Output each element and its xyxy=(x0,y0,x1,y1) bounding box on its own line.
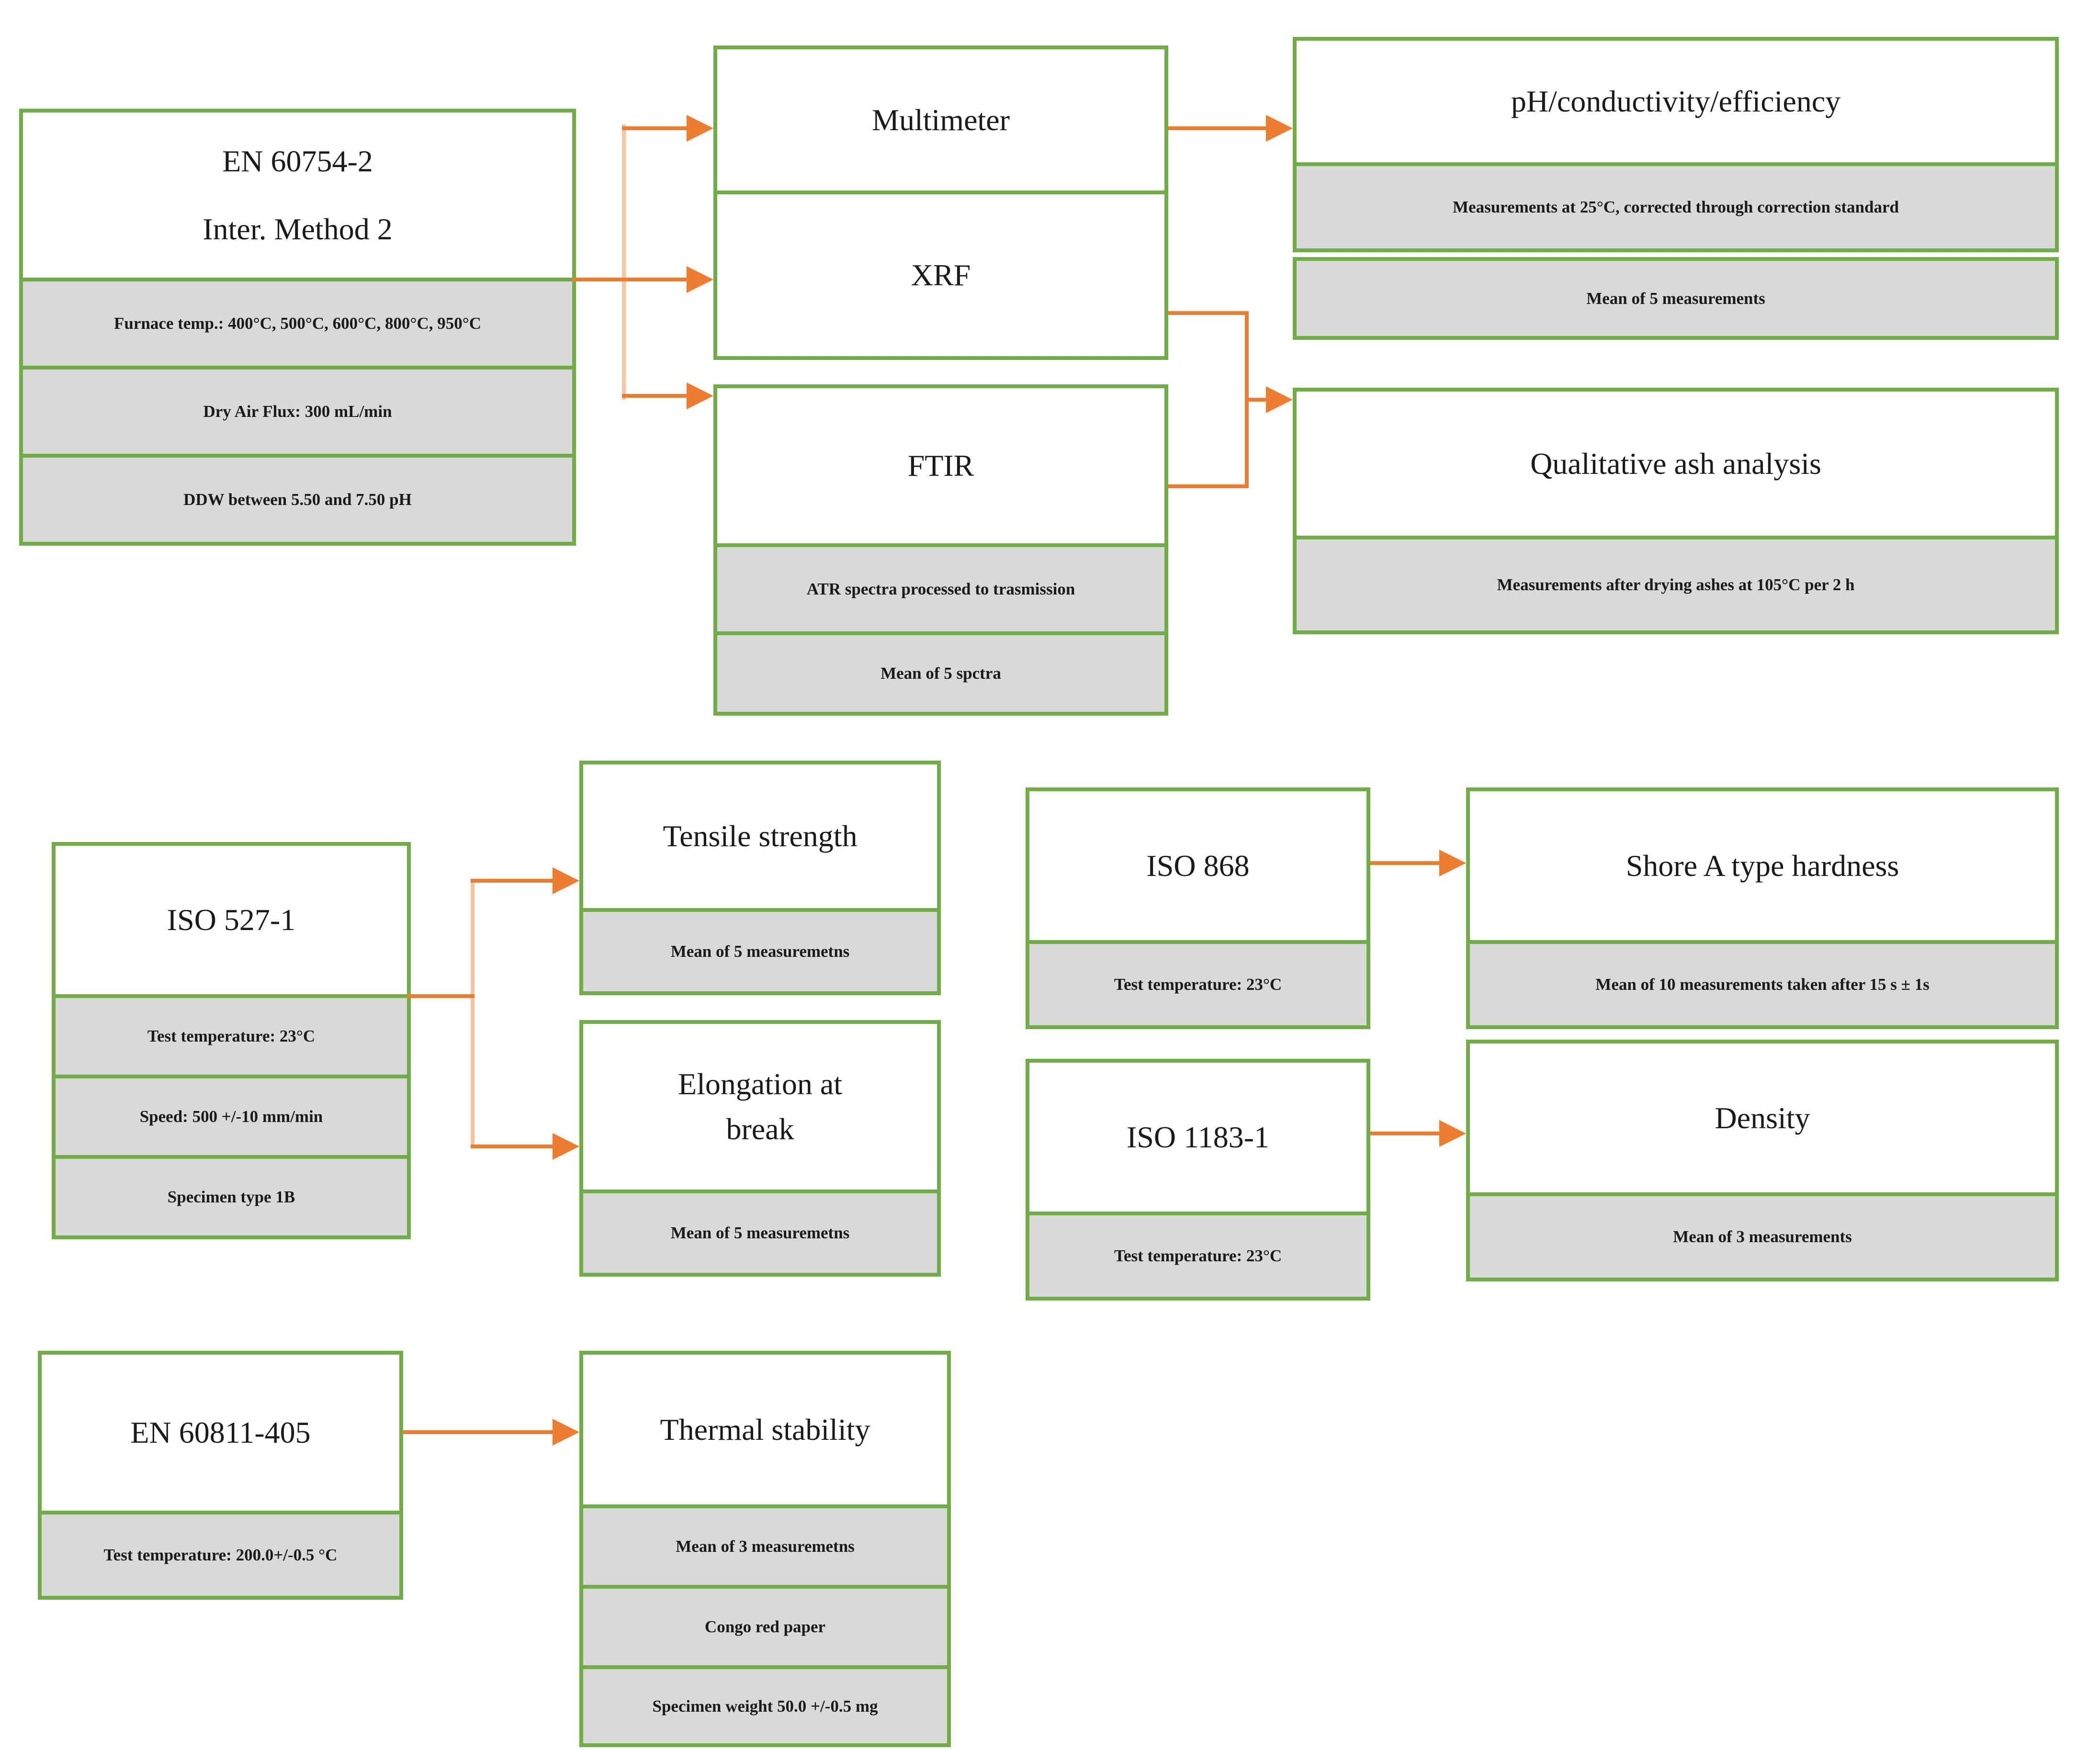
arrow-iso1183-to-density xyxy=(1370,1132,1439,1135)
box-ph-row-mean: Mean of 5 measurements xyxy=(1293,257,2059,340)
arrowhead-to-shore-a-icon xyxy=(1439,850,1466,876)
box-density: Density Mean of 3 measurements xyxy=(1466,1040,2059,1281)
box-iso527-row-temp: Test temperature: 23°C xyxy=(56,994,407,1075)
box-ash-row-measurements: Measurements after drying ashes at 105°C… xyxy=(1297,536,2055,630)
connector-en60754-stem xyxy=(572,278,626,281)
box-iso527-row-specimen: Specimen type 1B xyxy=(56,1155,407,1235)
box-density-row-mean: Mean of 3 measurements xyxy=(1470,1192,2055,1278)
arrow-en60754-to-multimeter xyxy=(622,126,687,130)
connector-xrf-exit xyxy=(1168,311,1249,315)
arrow-iso527-to-tensile xyxy=(471,879,553,883)
arrow-en60754-to-ftir xyxy=(622,394,687,398)
box-shore-a-row-mean: Mean of 10 measurements taken after 15 s… xyxy=(1470,940,2055,1025)
box-en60754-2-row-dry-air: Dry Air Flux: 300 mL/min xyxy=(23,366,572,454)
box-en60811-title: EN 60811-405 xyxy=(42,1355,399,1511)
box-elongation-row-mean: Mean of 5 measuremetns xyxy=(583,1189,937,1273)
arrow-iso868-to-shore-a xyxy=(1370,861,1439,865)
box-en60754-2-row-ddw: DDW between 5.50 and 7.50 pH xyxy=(23,454,572,542)
arrowhead-to-thermal-icon xyxy=(553,1419,579,1446)
box-elongation-title: Elongation at break xyxy=(583,1024,937,1189)
box-elongation-title-line1: Elongation at xyxy=(677,1067,843,1101)
box-thermal-row-weight: Specimen weight 50.0 +/-0.5 mg xyxy=(583,1665,947,1743)
box-ftir-row-mean: Mean of 5 spctra xyxy=(717,631,1164,712)
box-en60754-2-row-furnace: Furnace temp.: 400°C, 500°C, 600°C, 800°… xyxy=(23,278,572,366)
box-ph-conductivity: pH/conductivity/efficiency Measurements … xyxy=(1293,37,2059,252)
box-en60754-2-title: EN 60754-2 Inter. Method 2 xyxy=(23,112,572,278)
box-xrf-title: XRF xyxy=(717,194,1164,356)
box-ftir-title: FTIR xyxy=(717,388,1164,543)
arrowhead-to-ph-icon xyxy=(1266,115,1293,142)
box-thermal-title: Thermal stability xyxy=(583,1355,947,1504)
box-thermal: Thermal stability Mean of 3 measuremetns… xyxy=(579,1351,951,1747)
arrowhead-to-multimeter-icon xyxy=(687,115,713,142)
arrowhead-to-tensile-icon xyxy=(553,867,579,894)
arrow-multimeter-to-ph xyxy=(1168,126,1266,130)
box-tensile: Tensile strength Mean of 5 measuremetns xyxy=(579,761,941,995)
box-iso527: ISO 527-1 Test temperature: 23°C Speed: … xyxy=(52,842,411,1239)
box-iso527-title: ISO 527-1 xyxy=(56,846,407,994)
box-iso868-row-temp: Test temperature: 23°C xyxy=(1029,940,1366,1025)
box-ph-row-measurements: Measurements at 25°C, corrected through … xyxy=(1297,162,2055,248)
box-en60754-2: EN 60754-2 Inter. Method 2 Furnace temp.… xyxy=(19,109,576,546)
box-iso1183-row-temp: Test temperature: 23°C xyxy=(1029,1212,1366,1297)
box-iso868-title: ISO 868 xyxy=(1029,791,1366,940)
box-tensile-row-mean: Mean of 5 measuremetns xyxy=(583,908,937,991)
box-iso1183-title: ISO 1183-1 xyxy=(1029,1063,1366,1212)
box-multimeter-title: Multimeter xyxy=(717,49,1164,191)
box-ftir: FTIR ATR spectra processed to trasmissio… xyxy=(713,384,1168,716)
box-en60754-2-title-line2: Inter. Method 2 xyxy=(203,212,393,246)
box-elongation: Elongation at break Mean of 5 measuremet… xyxy=(579,1020,941,1277)
arrow-to-ash-analysis xyxy=(1245,398,1266,402)
box-ash-analysis: Qualitative ash analysis Measurements af… xyxy=(1293,388,2059,634)
box-ash-analysis-title: Qualitative ash analysis xyxy=(1297,392,2055,536)
box-elongation-title-line2: break xyxy=(726,1112,794,1146)
arrowhead-to-density-icon xyxy=(1439,1120,1466,1147)
box-shore-a: Shore A type hardness Mean of 10 measure… xyxy=(1466,787,2059,1029)
box-iso527-row-speed: Speed: 500 +/-10 mm/min xyxy=(56,1075,407,1155)
arrow-iso527-to-elongation xyxy=(471,1144,553,1148)
connector-ftir-exit xyxy=(1168,484,1249,488)
box-en60811: EN 60811-405 Test temperature: 200.0+/-0… xyxy=(38,1351,403,1600)
arrow-en60811-to-thermal xyxy=(403,1430,553,1434)
box-density-title: Density xyxy=(1470,1043,2055,1192)
arrowhead-to-ftir-icon xyxy=(687,382,713,409)
box-thermal-row-congo: Congo red paper xyxy=(583,1585,947,1665)
connector-iso527-stem xyxy=(407,994,474,998)
box-en60811-row-temp: Test temperature: 200.0+/-0.5 °C xyxy=(42,1511,399,1596)
box-thermal-row-mean: Mean of 3 measuremetns xyxy=(583,1504,947,1585)
box-xrf: XRF xyxy=(713,191,1168,360)
arrow-en60754-to-xrf xyxy=(622,278,687,281)
box-shore-a-title: Shore A type hardness xyxy=(1470,791,2055,940)
box-iso868: ISO 868 Test temperature: 23°C xyxy=(1026,787,1370,1029)
arrowhead-to-ash-icon xyxy=(1266,386,1293,413)
box-ph-conductivity-title: pH/conductivity/efficiency xyxy=(1297,41,2055,162)
box-iso1183: ISO 1183-1 Test temperature: 23°C xyxy=(1026,1059,1370,1301)
arrowhead-to-xrf-icon xyxy=(687,266,713,293)
connector-en60754-branch-vertical xyxy=(622,124,626,400)
box-ftir-row-atr: ATR spectra processed to trasmission xyxy=(717,543,1164,631)
box-en60754-2-title-line1: EN 60754-2 xyxy=(222,144,373,178)
arrowhead-to-elongation-icon xyxy=(553,1133,579,1160)
connector-iso527-branch-vertical xyxy=(471,879,474,1148)
box-tensile-title: Tensile strength xyxy=(583,764,937,908)
box-multimeter: Multimeter xyxy=(713,45,1168,194)
